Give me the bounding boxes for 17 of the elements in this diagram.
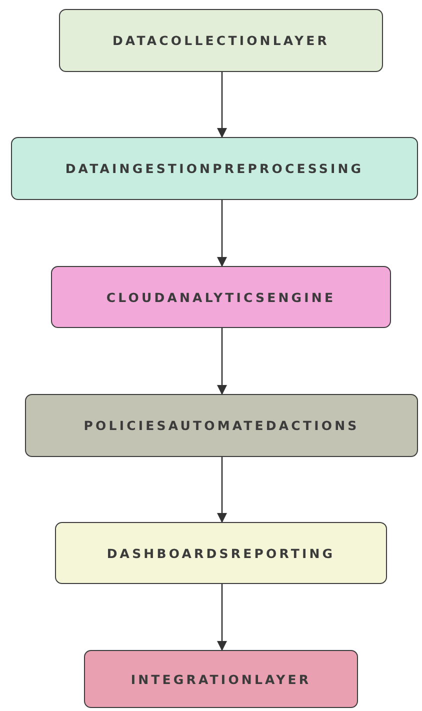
- process-box: [84, 650, 358, 708]
- process-box: [59, 9, 383, 72]
- process-box: [11, 137, 418, 200]
- process-box: [51, 266, 391, 328]
- box-label: DASHBOARDSREPORTING: [106, 546, 336, 560]
- box-label: CLOUDANALYTICSENGINE: [106, 290, 336, 304]
- arrow: [217, 584, 227, 651]
- process-box: [25, 394, 418, 457]
- box-label: DATAINGESTIONPREPROCESSING: [65, 161, 364, 176]
- box-label: DATACOLLECTIONLAYER: [112, 33, 330, 48]
- arrow: [217, 457, 227, 523]
- process-box: [55, 522, 387, 584]
- arrow: [217, 72, 227, 138]
- box-label: POLICIESAUTOMATEDACTIONS: [84, 418, 360, 433]
- box-label: INTEGRATIONLAYER: [130, 672, 312, 686]
- arrow: [217, 200, 227, 267]
- arrow: [217, 328, 227, 395]
